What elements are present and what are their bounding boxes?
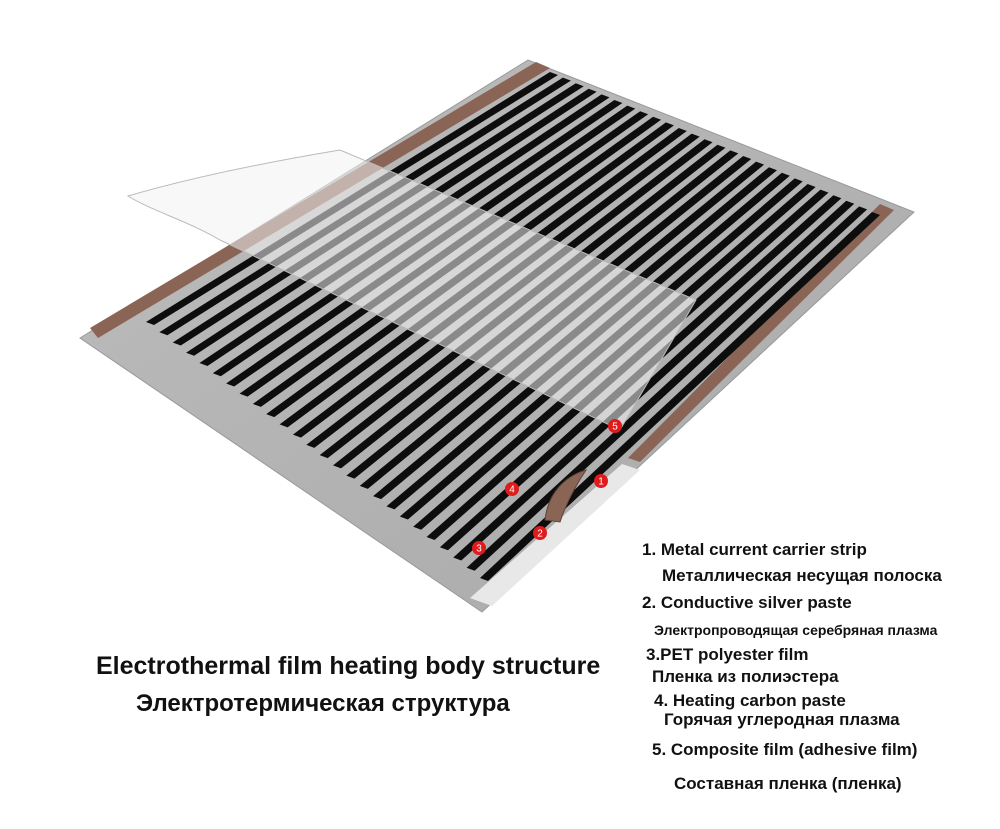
legend-item-2-en: 2. Conductive silver paste xyxy=(642,593,852,612)
marker-3-label: 3 xyxy=(476,544,482,555)
legend-item-4-ru: Горячая углеродная плазма xyxy=(664,710,900,729)
marker-5-dot xyxy=(608,419,622,433)
legend-item-5-ru: Составная пленка (пленка) xyxy=(674,774,902,793)
marker-3-dot xyxy=(472,541,486,555)
marker-1-label: 1 xyxy=(598,477,604,488)
legend-item-2-ru: Электропроводящая серебряная плазма xyxy=(654,622,938,638)
silver-edge-bottom xyxy=(470,464,640,606)
marker-2-label: 2 xyxy=(537,529,543,540)
composite-film-overlay xyxy=(126,149,697,431)
marker-5-label: 5 xyxy=(612,422,618,433)
legend-item-4-en: 4. Heating carbon paste xyxy=(654,691,846,710)
marker-4-label: 4 xyxy=(509,485,515,496)
marker-1-dot xyxy=(594,474,608,488)
legend-item-3-ru: Пленка из полиэстера xyxy=(652,667,839,686)
marker-group: 1 2 3 4 5 xyxy=(472,419,622,555)
marker-2-dot xyxy=(533,526,547,540)
legend-item-5-en: 5. Composite film (adhesive film) xyxy=(652,740,918,759)
legend-item-1-ru: Металлическая несущая полоска xyxy=(662,566,942,585)
curled-corner xyxy=(544,469,588,523)
legend-item-1-en: 1. Metal current carrier strip xyxy=(642,540,867,559)
carbon-stripe xyxy=(453,200,855,561)
diagram-title-en: Electrothermal film heating body structu… xyxy=(96,652,601,680)
carbon-stripe xyxy=(480,212,880,581)
legend-item-3-en: 3.PET polyester film xyxy=(646,645,809,664)
diagram-title-ru: Электротермическая структура xyxy=(136,690,510,717)
marker-4-dot xyxy=(505,482,519,496)
copper-strip-right xyxy=(628,204,894,462)
